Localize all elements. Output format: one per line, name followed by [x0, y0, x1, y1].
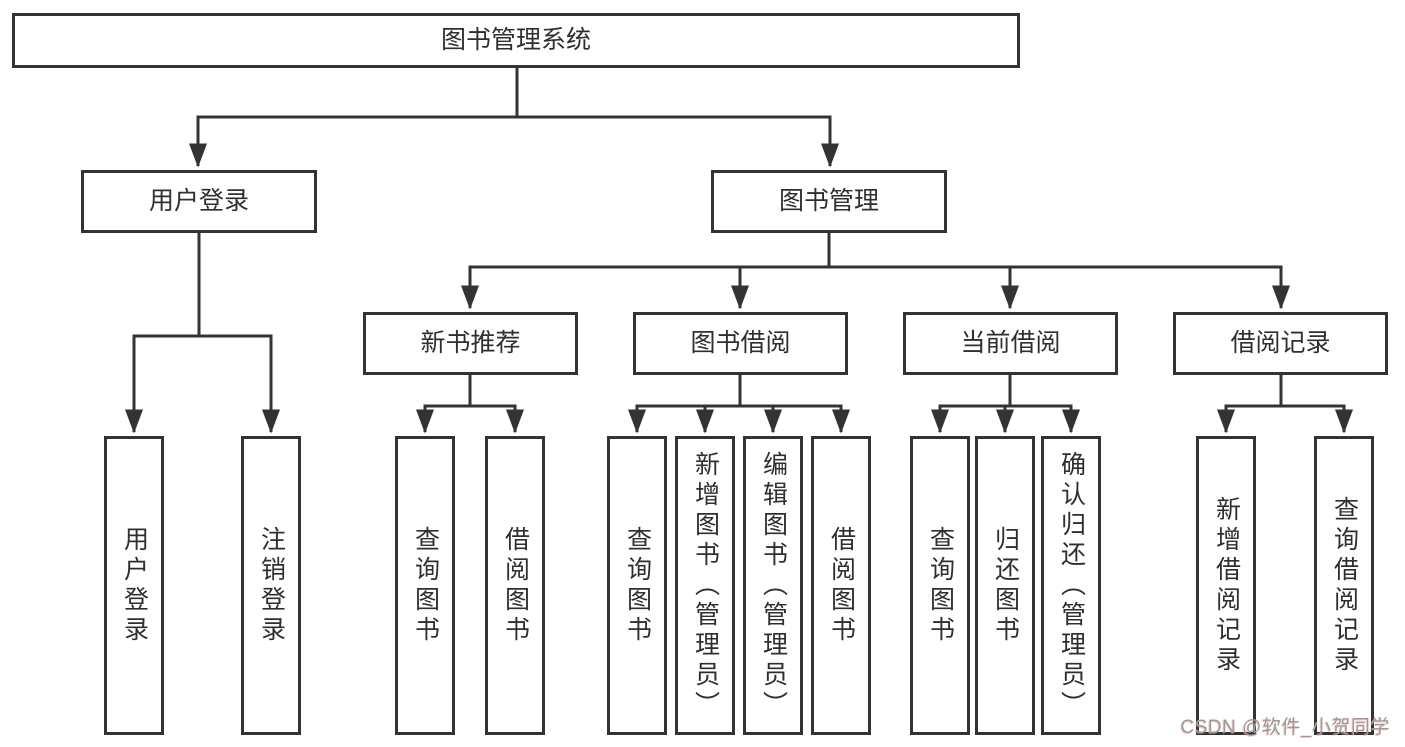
leaf-query-borrow-record: 查询借阅记录: [1314, 436, 1374, 735]
leaf-return-book: 归还图书: [975, 436, 1035, 735]
node-label: 当前借阅: [960, 329, 1061, 357]
node-new-book-recommend: 新书推荐: [363, 312, 578, 375]
node-label: 借阅记录: [1230, 329, 1331, 357]
node-label: 用户登录: [148, 187, 249, 215]
node-label: 图书管理系统: [440, 26, 591, 54]
node-current-borrowing: 当前借阅: [903, 312, 1118, 375]
csdn-watermark: CSDN @软件_小贺同学: [1180, 717, 1390, 738]
node-label: 注销登录: [257, 525, 286, 646]
node-label: 查询图书: [926, 525, 955, 646]
node-label: 用户登录: [120, 525, 149, 646]
node-book-borrowing: 图书借阅: [633, 312, 848, 375]
node-label: 新书推荐: [420, 329, 521, 357]
leaf-add-book-admin: 新增图书（管理员）: [675, 436, 735, 735]
node-label: 查询图书: [411, 525, 440, 646]
leaf-borrow-book: 借阅图书: [811, 436, 871, 735]
leaf-query-book-current: 查询图书: [910, 436, 970, 735]
leaf-add-borrow-record: 新增借阅记录: [1196, 436, 1256, 735]
node-label: 借阅图书: [501, 525, 530, 646]
node-user-login: 用户登录: [81, 170, 317, 233]
node-label: 归还图书: [991, 525, 1020, 646]
node-label: 新增图书（管理员）: [691, 450, 720, 721]
node-borrowing-records: 借阅记录: [1173, 312, 1388, 375]
connector-trunks: [132, 66, 1346, 408]
node-label: 借阅图书: [827, 525, 856, 646]
leaf-confirm-return-admin: 确认归还（管理员）: [1041, 436, 1101, 735]
node-book-management: 图书管理: [711, 170, 947, 233]
leaf-logout: 注销登录: [241, 436, 301, 735]
node-label: 图书借阅: [690, 329, 791, 357]
node-label: 编辑图书（管理员）: [759, 450, 788, 721]
node-library-system: 图书管理系统: [12, 13, 1020, 68]
leaf-borrow-book-recommend: 借阅图书: [485, 436, 545, 735]
leaf-user-login: 用户登录: [104, 436, 164, 735]
node-label: 查询借阅记录: [1330, 495, 1359, 676]
node-label: 确认归还（管理员）: [1057, 450, 1086, 721]
node-label: 新增借阅记录: [1212, 495, 1241, 676]
leaf-query-book-recommend: 查询图书: [395, 436, 455, 735]
leaf-query-book-borrow: 查询图书: [607, 436, 667, 735]
node-label: 图书管理: [778, 187, 879, 215]
leaf-edit-book-admin: 编辑图书（管理员）: [743, 436, 803, 735]
node-label: 查询图书: [623, 525, 652, 646]
